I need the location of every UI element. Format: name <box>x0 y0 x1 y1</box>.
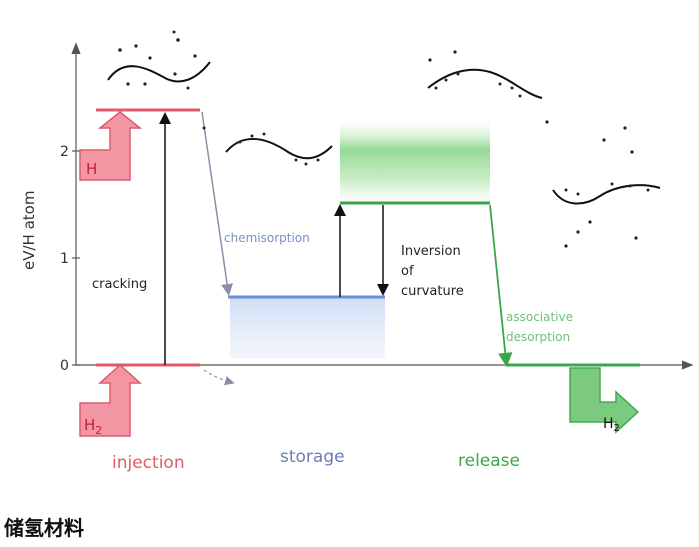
inversion-line-3: curvature <box>401 284 464 299</box>
inversion-label: Inversion of curvature <box>401 244 465 299</box>
h-atom-label: H <box>86 160 97 178</box>
h2-molecule-arrow <box>79 363 142 437</box>
h-atom-arrow <box>79 111 143 181</box>
desorption-path <box>489 204 513 368</box>
h2-release-arrow <box>569 367 640 434</box>
h2-label-main: H <box>84 416 95 434</box>
release-band <box>340 118 490 208</box>
h2-label-sub: 2 <box>95 424 102 437</box>
h2-release-label: H2 <box>603 416 620 434</box>
associative-line-1: associative <box>506 310 573 324</box>
material-sketch-4 <box>552 184 661 205</box>
material-sketch-2 <box>225 137 333 160</box>
inversion-line-1: Inversion <box>401 244 461 259</box>
inversion-line-2: of <box>401 264 414 279</box>
material-sketch-1 <box>107 61 211 83</box>
cracking-label: cracking <box>92 277 147 292</box>
y-tick-0: 0 <box>60 358 69 374</box>
chemisorption-label: chemisorption <box>224 231 310 245</box>
y-axis <box>71 42 81 366</box>
h2-release-main: H <box>603 416 614 432</box>
y-tick-2: 2 <box>60 144 69 160</box>
hydrogen-storage-energy-diagram: 0 1 2 eV/H atom H H2 cracking chemisorpt… <box>20 30 694 473</box>
stage-storage: storage <box>280 447 345 467</box>
h2-label: H2 <box>84 416 102 437</box>
page-caption: 储氢材料 <box>4 516 84 540</box>
y-axis-label: eV/H atom <box>20 191 38 270</box>
hydrogen-dots <box>118 30 650 248</box>
stage-release: release <box>458 451 520 471</box>
associative-label: associative desorption <box>506 310 577 344</box>
material-sketch-3 <box>427 68 543 99</box>
dotted-transfer-arrow <box>203 369 235 386</box>
h2-release-sub: 2 <box>614 423 620 434</box>
chemisorption-path <box>201 111 234 296</box>
y-tick-1: 1 <box>60 251 69 267</box>
storage-band <box>230 296 385 358</box>
associative-line-2: desorption <box>506 330 570 344</box>
stage-injection: injection <box>112 453 185 473</box>
